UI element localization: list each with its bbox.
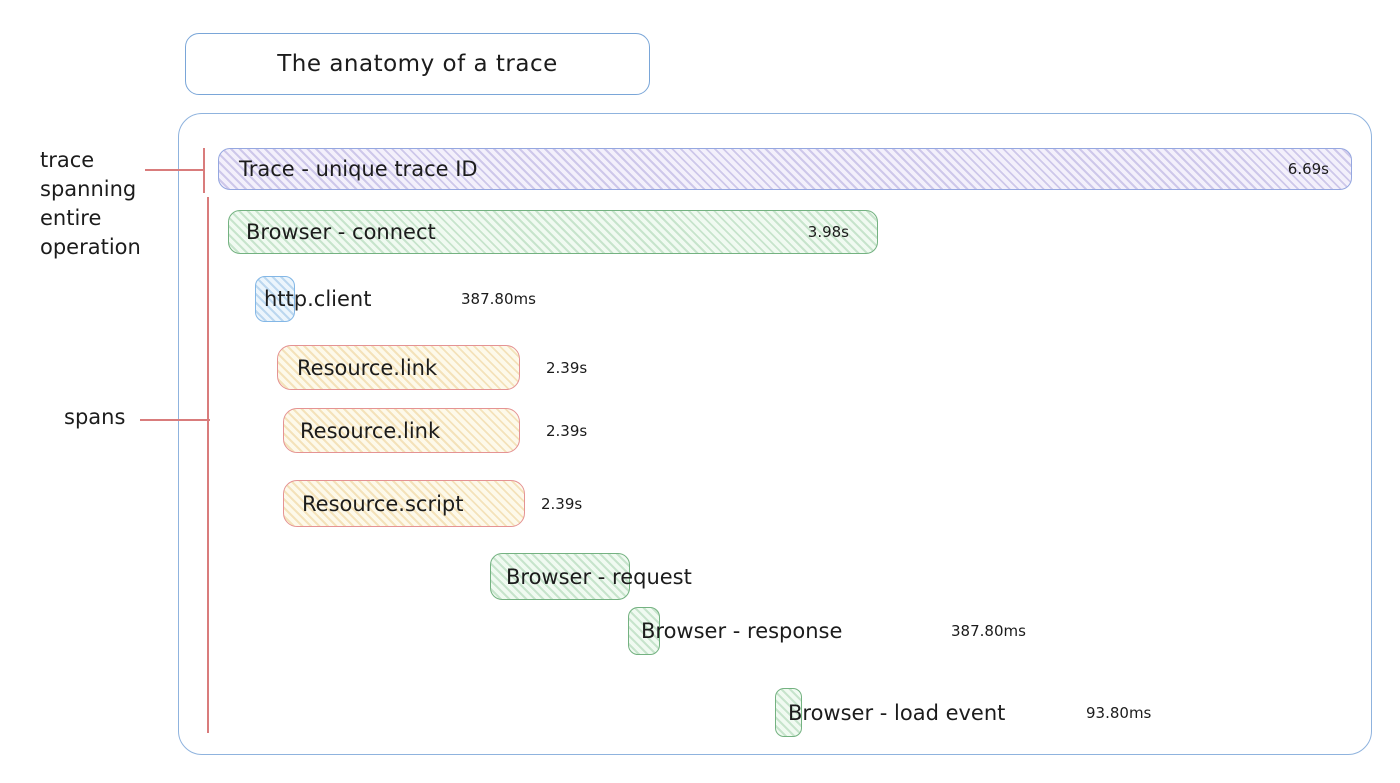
span-duration: 2.39s xyxy=(546,358,588,377)
span-label: Browser - load event xyxy=(788,700,1006,725)
span-label: Resource.script xyxy=(302,491,464,516)
span-label: Browser - response xyxy=(641,619,843,643)
spans-bracket-line xyxy=(207,197,209,733)
trace-annotation-line-3: entire xyxy=(40,206,102,230)
span-label: Resource.link xyxy=(297,355,438,380)
spans-annotation: spans xyxy=(64,405,126,429)
trace-annotation-line-2: spanning xyxy=(40,177,137,201)
span-http-client: http.client 387.80ms xyxy=(255,276,536,322)
trace-annotation-line-4: operation xyxy=(40,235,141,259)
trace-bar-duration: 6.69s xyxy=(1287,160,1329,178)
span-browser-response: Browser - response 387.80ms xyxy=(628,607,1026,655)
span-label: Browser - connect xyxy=(246,220,436,244)
span-label: http.client xyxy=(264,287,372,311)
span-label: Resource.link xyxy=(300,418,441,443)
trace-annotation: trace spanning entire operation xyxy=(40,146,141,262)
trace-annotation-line-1: trace xyxy=(40,148,95,172)
title-box: The anatomy of a trace xyxy=(185,33,650,95)
span-browser-request: Browser - request xyxy=(490,553,692,600)
page-title: The anatomy of a trace xyxy=(277,51,558,77)
span-duration: 3.98s xyxy=(807,223,849,241)
span-label: Browser - request xyxy=(506,564,692,589)
span-duration: 387.80ms xyxy=(951,622,1026,640)
span-duration: 93.80ms xyxy=(1086,703,1152,722)
trace-bar: Trace - unique trace ID 6.69s xyxy=(218,148,1352,190)
span-resource-script: Resource.script 2.39s xyxy=(283,480,582,527)
span-resource-link-2: Resource.link 2.39s xyxy=(283,408,587,453)
span-duration: 387.80ms xyxy=(461,290,536,308)
span-browser-load-event: Browser - load event 93.80ms xyxy=(775,688,1151,737)
trace-container-box xyxy=(178,113,1372,755)
span-resource-link-1: Resource.link 2.39s xyxy=(277,345,587,390)
trace-bar-label: Trace - unique trace ID xyxy=(239,157,478,181)
span-browser-connect: Browser - connect 3.98s xyxy=(228,210,878,254)
trace-pointer-tick xyxy=(203,148,205,193)
spans-pointer-line xyxy=(140,419,210,421)
span-duration: 2.39s xyxy=(546,421,588,440)
trace-pointer-line xyxy=(145,169,205,171)
span-duration: 2.39s xyxy=(541,494,583,513)
